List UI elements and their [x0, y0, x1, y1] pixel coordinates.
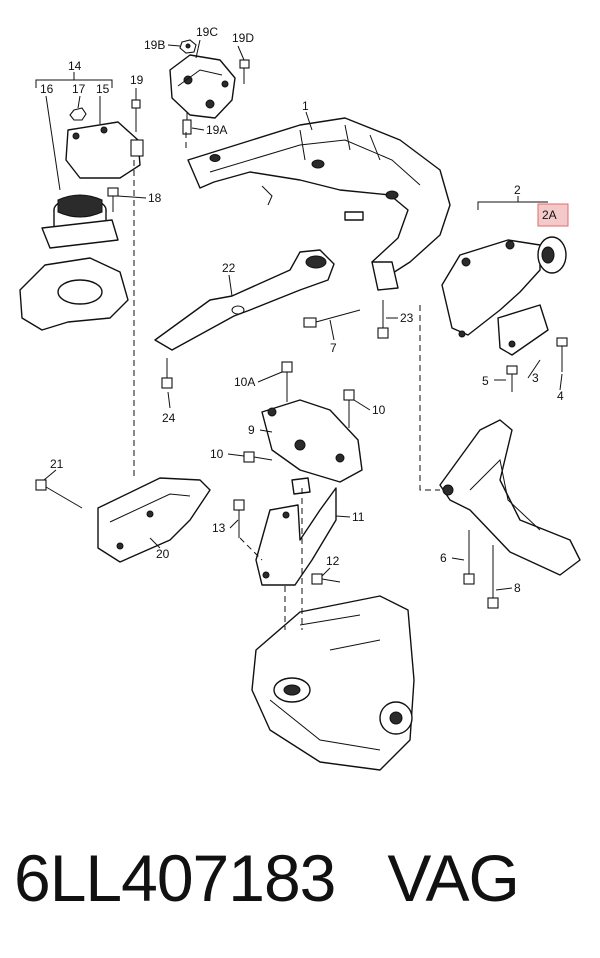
label-4: 4 [557, 389, 564, 403]
bracket-part-11 [255, 487, 337, 586]
bolt-part-8 [487, 545, 499, 609]
label-3: 3 [532, 371, 539, 385]
bolt-part-23 [377, 300, 389, 339]
label-19a: 19A [206, 123, 227, 137]
label-8: 8 [514, 581, 521, 595]
brand-name: VAG [387, 841, 519, 915]
bolt-part-6 [463, 530, 475, 585]
bolt-part-10-upper [343, 389, 355, 428]
group-bracket-2 [477, 196, 548, 210]
wishbone [439, 419, 581, 576]
bracket-part-20 [97, 477, 211, 563]
exploded-parts-diagram: 1 19B 19C 19D 19A 14 16 17 15 19 18 22 2… [19, 25, 581, 771]
label-21: 21 [50, 457, 64, 471]
bracket-part-19c [169, 54, 236, 119]
subframe-part-1 [187, 117, 451, 291]
label-10-left: 10 [210, 447, 224, 461]
bolt-part-10-left [243, 451, 273, 463]
part-caption: 6LL407183 VAG [14, 838, 594, 918]
label-15: 15 [96, 82, 110, 96]
bolt-part-12 [311, 573, 341, 585]
part-number: 6LL407183 [14, 841, 336, 915]
label-10a: 10A [234, 375, 255, 389]
label-17: 17 [72, 82, 86, 96]
bolt-part-5 [506, 365, 518, 392]
nut-part-19b [179, 39, 197, 54]
bush-part-2a [537, 236, 567, 274]
label-18: 18 [148, 191, 162, 205]
bolt-part-18 [107, 187, 119, 212]
label-13: 13 [212, 521, 226, 535]
label-20: 20 [156, 547, 170, 561]
label-19d: 19D [232, 31, 254, 45]
label-1: 1 [302, 99, 309, 113]
bolt-part-24 [161, 358, 173, 389]
gearbox [251, 595, 415, 771]
label-9: 9 [248, 423, 255, 437]
label-24: 24 [162, 411, 176, 425]
label-5: 5 [482, 374, 489, 388]
assembly-lines [133, 132, 440, 630]
label-16: 16 [40, 82, 54, 96]
torque-support-part-22 [154, 249, 335, 351]
bolt-part-19 [130, 99, 144, 157]
highlight-box-2a [537, 203, 569, 227]
heat-shield [19, 257, 129, 331]
callout-labels: 1 19B 19C 19D 19A 14 16 17 15 19 18 22 2… [40, 25, 564, 595]
label-22: 22 [222, 261, 236, 275]
bolt-part-19a [182, 112, 192, 135]
leader-lines [43, 39, 563, 591]
label-12: 12 [326, 554, 340, 568]
nut-part-17 [69, 107, 87, 121]
label-19c: 19C [196, 25, 218, 39]
bolt-part-21 [35, 479, 83, 509]
bolt-part-7 [303, 309, 361, 328]
label-6: 6 [440, 551, 447, 565]
label-19b: 19B [144, 38, 165, 52]
group-bracket-14 [35, 72, 113, 88]
bolt-part-19d [239, 59, 250, 84]
label-7: 7 [330, 341, 337, 355]
bolt-part-10a [281, 361, 293, 402]
label-14: 14 [68, 59, 82, 73]
bolt-part-13 [233, 499, 245, 538]
bolt-part-4 [556, 337, 568, 372]
label-2: 2 [514, 183, 521, 197]
engine-mount-part-16 [41, 121, 141, 249]
wishbone-bracket-part-2 [441, 239, 549, 356]
label-23: 23 [400, 311, 414, 325]
label-2a: 2A [542, 208, 557, 222]
label-11: 11 [352, 510, 365, 524]
gearbox-mount-part-9 [261, 399, 363, 495]
label-10-upper: 10 [372, 403, 386, 417]
label-19: 19 [130, 73, 144, 87]
